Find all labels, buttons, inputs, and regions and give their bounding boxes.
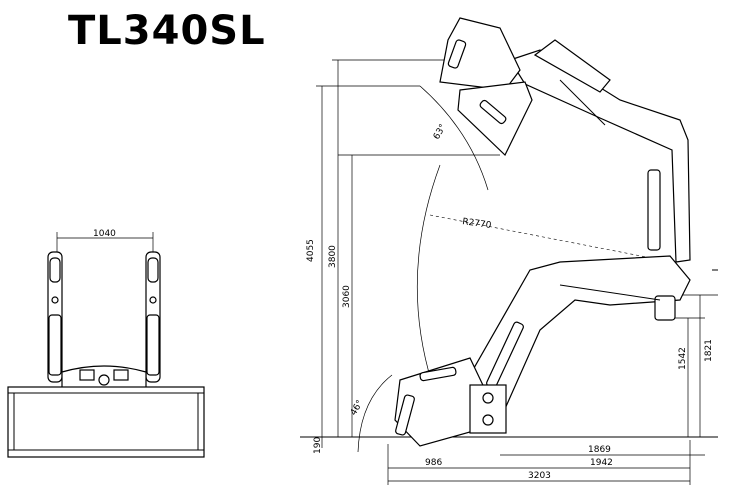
front-view: 1040 <box>7 229 205 458</box>
dim-1542: 1542 <box>678 347 688 370</box>
dim-height-total: 4055 <box>306 239 316 262</box>
dim-1821: 1821 <box>704 339 714 362</box>
dim-dump-angle: 63° <box>432 123 449 142</box>
dim-radius: R2770 <box>462 217 493 231</box>
dim-front-width: 1040 <box>93 229 116 239</box>
dim-3203: 3203 <box>528 471 551 481</box>
dim-height-dump: 3060 <box>342 285 352 308</box>
dim-rollback-angle: 46° <box>349 399 366 418</box>
dim-986: 986 <box>425 458 442 468</box>
dim-1942: 1942 <box>590 458 613 468</box>
model-title: TL340SL <box>68 8 266 54</box>
dim-ground: 190 <box>313 437 323 454</box>
dim-1869: 1869 <box>588 445 611 455</box>
side-view: 4055 3800 3060 190 1821 1542 1869 986 19… <box>300 17 718 485</box>
dim-height-pin: 3800 <box>328 245 338 268</box>
